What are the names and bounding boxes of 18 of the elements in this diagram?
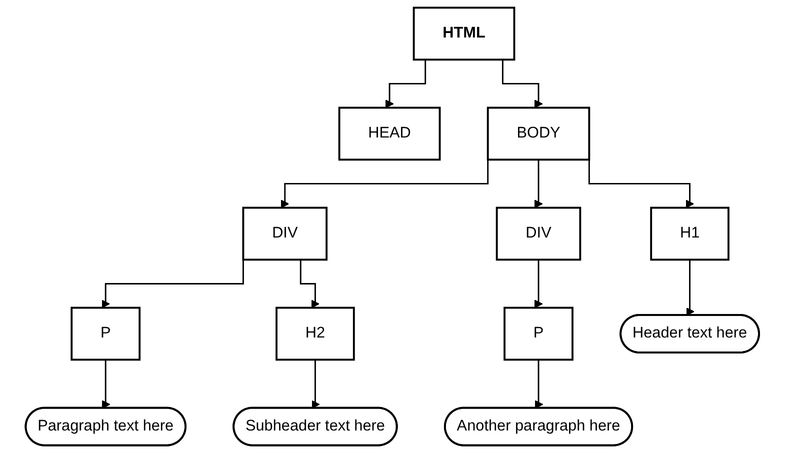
arrow (686, 260, 695, 316)
node-box: H2 (276, 306, 355, 361)
arrow (300, 260, 320, 308)
arrow (312, 360, 320, 409)
arrow (534, 360, 544, 409)
node-box: DIV (496, 206, 582, 261)
arrow (385, 60, 426, 108)
arrow (534, 160, 543, 208)
node-box: DIV (242, 206, 328, 261)
node-box: H1 (650, 206, 730, 261)
arrow (534, 260, 543, 308)
node-box: P (70, 306, 141, 361)
node-box: HTML (412, 6, 516, 61)
node-box: HEAD (338, 106, 441, 161)
arrow (502, 60, 543, 108)
arrow (102, 360, 110, 409)
node-box: BODY (487, 106, 590, 161)
node-box: P (504, 306, 574, 361)
